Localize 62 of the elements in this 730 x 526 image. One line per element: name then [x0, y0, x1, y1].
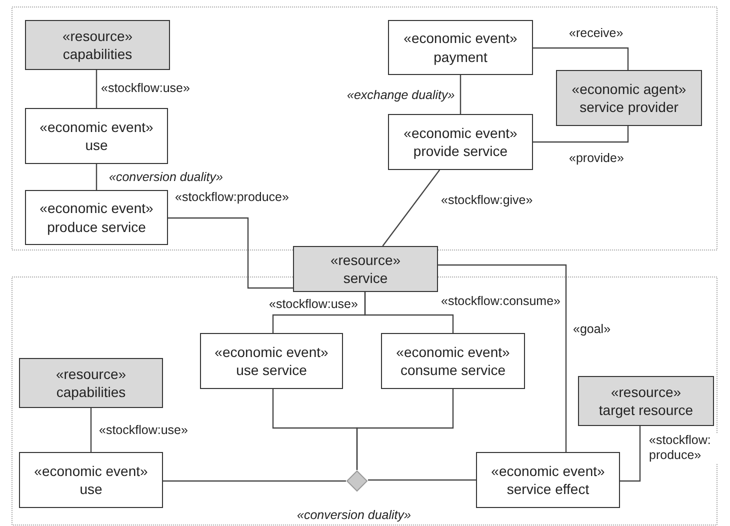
connector-line — [364, 292, 454, 333]
connector-line — [168, 217, 293, 289]
stereotype-label: «economic event» — [404, 124, 518, 142]
stereotype-label: «resource» — [330, 250, 401, 269]
stereotype-label: «economic event» — [34, 462, 148, 480]
edge-label: «exchange duality» — [346, 88, 456, 103]
edge-label: «stockflow:give» — [440, 193, 534, 208]
event-box — [476, 452, 620, 508]
stereotype-label: «economic event» — [40, 199, 154, 218]
element-name: produce service — [47, 218, 146, 236]
element-name: use — [80, 480, 102, 498]
stereotype-label: «economic event» — [491, 462, 605, 480]
edge-label: «conversion duality» — [108, 170, 224, 185]
connector-line — [620, 426, 641, 482]
connector-line — [96, 164, 98, 190]
connector-line — [533, 126, 629, 143]
element-name: use service — [236, 361, 307, 380]
connector-line — [90, 408, 92, 452]
element-name: target resource — [598, 401, 694, 420]
edge-label: «stockflow:produce» — [174, 190, 290, 205]
resource-box — [19, 358, 163, 408]
duality-label: «conversion duality» — [296, 508, 412, 523]
element-name: provide service — [413, 142, 508, 160]
connector-line — [368, 479, 476, 481]
event-box — [200, 333, 343, 389]
connector-line — [96, 70, 98, 108]
connector-line — [382, 170, 440, 246]
resource-box — [293, 246, 438, 292]
element-name: capabilities — [56, 383, 126, 402]
stereotype-label: «economic event» — [214, 342, 328, 361]
stereotype-label: «economic event» — [404, 29, 518, 48]
connector-line — [356, 389, 454, 470]
element-name: payment — [434, 48, 488, 66]
stereotype-label: «economic agent» — [572, 80, 686, 98]
stereotype-label: «economic event» — [40, 118, 154, 136]
resource-box — [25, 20, 170, 70]
event-box — [381, 333, 525, 389]
element-name: service — [343, 269, 388, 288]
stereotype-label: «resource» — [56, 364, 126, 383]
stereotype-label: «economic event» — [396, 342, 510, 361]
event-box — [19, 452, 163, 508]
event-box — [388, 20, 533, 75]
edge-label: «goal» — [572, 322, 612, 337]
duality-diamond — [346, 470, 368, 492]
agent-box — [556, 70, 702, 126]
element-name: use — [85, 136, 108, 154]
edge-label: «stockflow: produce» — [648, 433, 720, 463]
connector-line — [438, 264, 567, 452]
event-box — [25, 108, 168, 164]
element-name: consume service — [400, 361, 506, 380]
connector-line — [163, 480, 346, 482]
resource-box — [578, 376, 714, 426]
event-box — [388, 114, 533, 170]
edge-label: «provide» — [568, 151, 625, 166]
element-name: service provider — [580, 98, 678, 116]
stereotype-label: «resource» — [610, 382, 682, 401]
element-name: capabilities — [62, 45, 132, 64]
connector-line — [460, 75, 462, 114]
element-name: service effect — [506, 480, 590, 498]
event-box — [25, 190, 168, 245]
connector-line — [533, 47, 629, 70]
stereotype-label: «resource» — [62, 26, 133, 45]
